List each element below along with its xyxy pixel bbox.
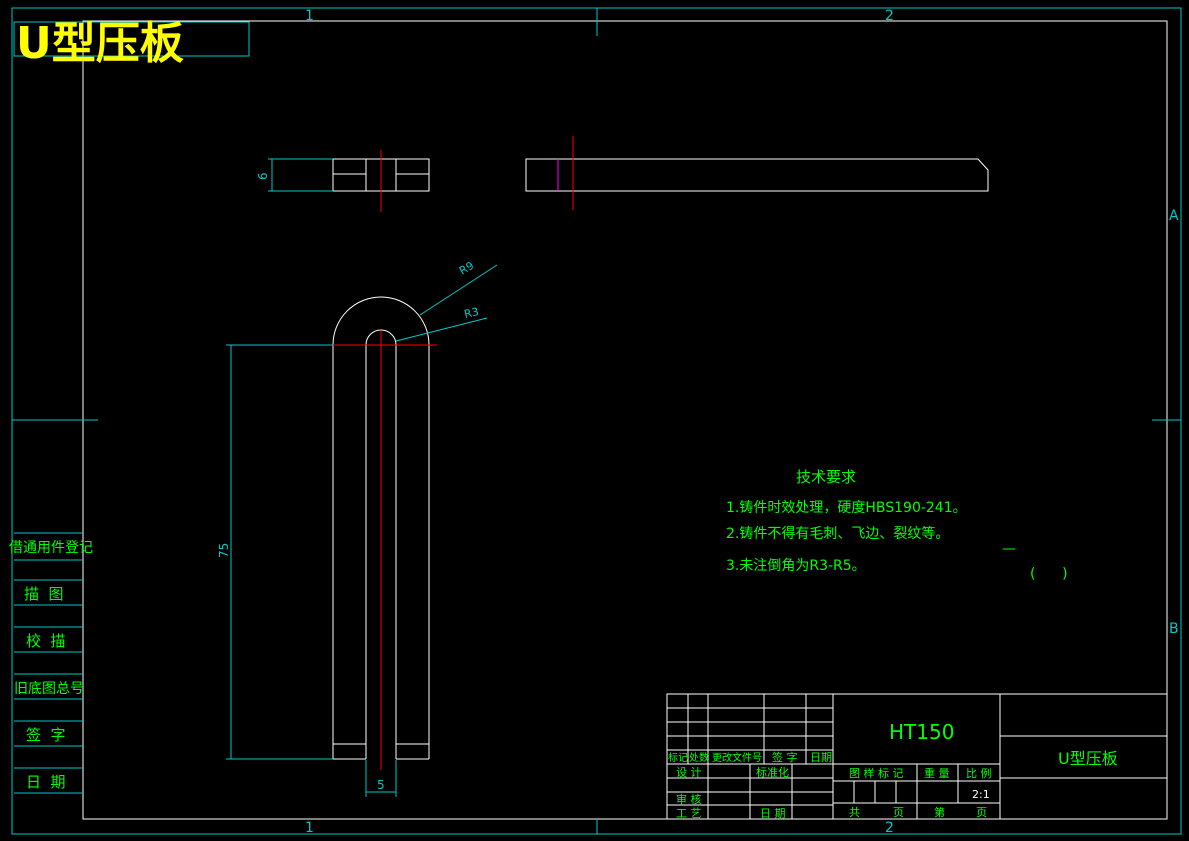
- label-page: 页: [976, 806, 987, 819]
- side-table: [14, 532, 83, 794]
- tech-requirement-3: 3.未注倒角为R3-R5。: [726, 558, 866, 574]
- label-no: 第: [934, 805, 945, 819]
- tech-requirements-heading: 技术要求: [796, 468, 856, 486]
- radius-leaders: [395, 264, 498, 342]
- label-process: 工 艺: [676, 807, 702, 820]
- roughness-parens: ( ): [1030, 566, 1068, 582]
- side-table-row-6: 日 期: [26, 773, 66, 791]
- zone-label-top-2: 2: [885, 8, 894, 24]
- radius-outer-label: R9: [457, 259, 476, 278]
- dim-height: [226, 344, 333, 760]
- side-table-row-4: 旧底图总号: [14, 681, 84, 697]
- header-doc: 更改文件号: [712, 751, 762, 764]
- zone-label-bottom-1: 1: [305, 820, 314, 836]
- material-label: HT150: [889, 720, 954, 744]
- label-design: 设 计: [676, 766, 702, 779]
- radius-inner-label: R3: [463, 305, 480, 321]
- label-review: 审 核: [676, 792, 702, 806]
- header-sign: 签 字: [772, 750, 798, 764]
- side-table-row-1: 借通用件登记: [9, 540, 93, 556]
- dim-width-label: 5: [377, 778, 385, 792]
- dim-height-label: 75: [217, 543, 231, 558]
- part-name-label: U型压板: [1058, 749, 1118, 768]
- side-table-row-5: 签 字: [26, 726, 66, 744]
- front-view: [332, 296, 430, 760]
- tech-requirement-2: 2.铸件不得有毛刺、飞边、裂纹等。: [726, 525, 949, 542]
- title-box: [13, 21, 250, 57]
- zone-label-a: A: [1169, 208, 1179, 224]
- side-table-row-3: 校 描: [26, 632, 66, 650]
- inner-frame: [82, 20, 1168, 820]
- dim-width: [365, 760, 397, 797]
- header-date: 日期: [810, 751, 832, 764]
- tech-requirement-1: 1.铸件时效处理，硬度HBS190-241。: [726, 500, 967, 516]
- scale-value: 2:1: [972, 788, 990, 801]
- dim-thickness-label: 6: [256, 172, 270, 180]
- zone-label-b: B: [1169, 621, 1179, 637]
- label-date: 日 期: [760, 807, 786, 820]
- side-view: [525, 158, 989, 192]
- header-count: 处数: [689, 751, 709, 764]
- zone-label-top-1: 1: [305, 8, 314, 24]
- label-stage: 图 样 标 记: [849, 766, 904, 780]
- drawing-title: U型压板: [16, 18, 184, 69]
- label-scale: 比 例: [966, 766, 992, 780]
- dim-thickness: [268, 158, 333, 192]
- zone-label-bottom-2: 2: [885, 820, 894, 836]
- outer-frame: [11, 7, 1182, 835]
- header-mark: 标记: [668, 752, 688, 764]
- label-weight: 重 量: [924, 766, 950, 780]
- label-standard: 标准化: [756, 765, 789, 779]
- zone-markers: [12, 8, 1181, 834]
- label-total: 共: [849, 806, 860, 819]
- title-block-lines: [666, 693, 1168, 820]
- roughness-dash: —: [1002, 541, 1016, 557]
- side-table-row-2: 描 图: [24, 585, 64, 603]
- label-sheet: 页: [893, 806, 904, 819]
